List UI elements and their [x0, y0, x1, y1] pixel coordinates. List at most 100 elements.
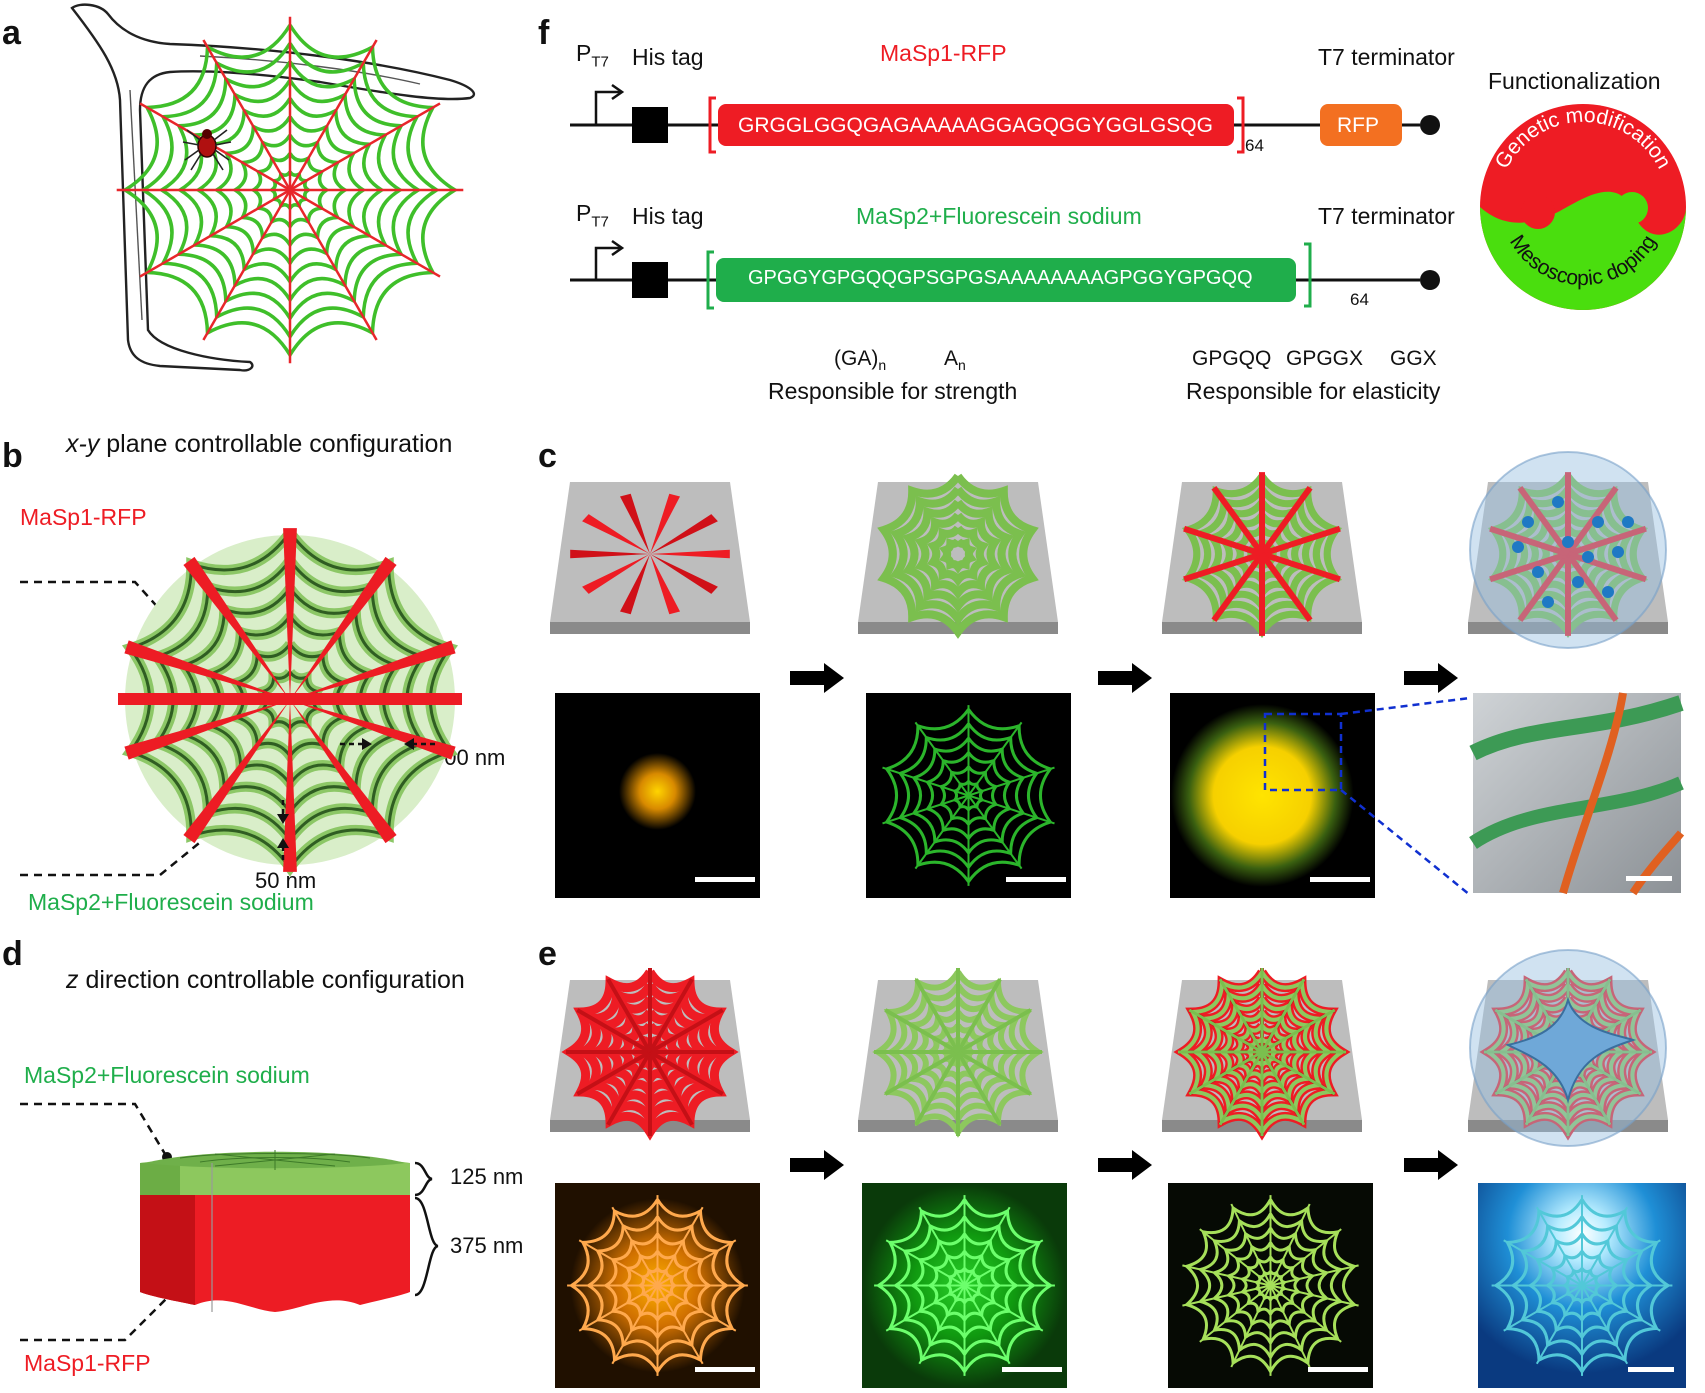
f-motif-a-sub: n — [958, 357, 966, 374]
e-tile-4 — [1468, 949, 1668, 1147]
photo-web — [1182, 1195, 1359, 1376]
f-motif-ggx: GGX — [1390, 347, 1437, 370]
b-title-rest: plane controllable configuration — [99, 430, 453, 458]
terminator-icon — [1420, 115, 1440, 135]
c-photo-1 — [555, 693, 760, 898]
spider-icon — [182, 129, 232, 171]
web-b-ring-edges — [118, 528, 462, 877]
c-photo-2 — [866, 693, 1071, 898]
f-motif-ga-text: (GA) — [834, 347, 879, 370]
f-row1-promoter: PT7 — [576, 40, 609, 71]
e-photo-1-scale-bar — [695, 1367, 755, 1372]
c-photo-2-scale-bar — [1006, 877, 1066, 882]
promoter-arrow-icon — [594, 246, 620, 280]
e-tile-1 — [550, 968, 750, 1141]
d-cylinder-diagram — [20, 1102, 439, 1342]
panel-label-a: a — [2, 14, 21, 52]
arrow-right-icon — [1098, 663, 1152, 693]
photo-web-pattern — [1182, 1195, 1359, 1376]
f-row2-seq: GPGGYGPGQQGPSGPGSAAAAAAAAGPGGYGPGQQ — [748, 267, 1253, 289]
f-row1-name: MaSp1-RFP — [880, 40, 1007, 66]
photo-web — [882, 705, 1055, 886]
f-row2-name: MaSp2+Fluorescein sodium — [856, 203, 1142, 229]
f-row2-promoter-p: P — [576, 200, 592, 226]
e-tile-1-web — [561, 968, 739, 1141]
e-photo-1 — [555, 1183, 760, 1388]
f-row2-his-tag: His tag — [632, 203, 704, 229]
e-tile-3 — [1162, 968, 1362, 1141]
f-elasticity: Responsible for elasticity — [1186, 378, 1441, 404]
panel-label-e: e — [538, 935, 557, 973]
panel-label-b: b — [2, 437, 23, 475]
c-tile-2 — [858, 473, 1058, 639]
c-photo-4 — [1469, 692, 1685, 896]
zoom-indicator — [1263, 696, 1471, 896]
e-photo-2 — [862, 1183, 1067, 1388]
f-motif-a: An — [944, 347, 966, 373]
d-title-italic: z — [66, 966, 79, 994]
photo-web-pattern — [1491, 1195, 1673, 1376]
f-motif-gpggx: GPGGX — [1286, 347, 1364, 370]
b-label-masp1: MaSp1-RFP — [20, 504, 147, 530]
d-label-masp2: MaSp2+Fluorescein sodium — [24, 1062, 310, 1088]
c-photo-4-scale-bar — [1626, 876, 1672, 881]
photo-web-pattern — [882, 705, 1055, 886]
f-row1-promoter-p: P — [576, 40, 592, 66]
f-row1-seq: GRGGLGGQGAGAAAAAGGAGQGGYGGLGSQG — [738, 114, 1213, 137]
b-title-italic: x-y — [66, 430, 100, 458]
e-tile-2 — [858, 968, 1058, 1138]
b-title: x-y plane controllable configuration — [66, 430, 452, 459]
photo-web — [567, 1195, 748, 1376]
photo-web — [874, 1195, 1055, 1376]
f-row2-repeat: 64 — [1350, 290, 1369, 309]
f-motif-a-text: A — [944, 347, 959, 370]
e-tile-2-web — [872, 968, 1044, 1138]
e-photo-4-scale-bar — [1628, 1367, 1674, 1372]
f-strength: Responsible for strength — [768, 378, 1018, 404]
promoter-arrow-icon — [594, 90, 620, 125]
f-motif-gpgqq: GPGQQ — [1192, 347, 1272, 370]
f-row1-terminator: T7 terminator — [1318, 44, 1455, 70]
e-photo-4 — [1478, 1183, 1686, 1388]
photo-web — [1491, 1195, 1673, 1376]
web-a-drawing — [116, 16, 464, 364]
d-title: z direction controllable configuration — [66, 966, 465, 995]
photo-web-pattern — [874, 1195, 1055, 1376]
arrow-right-icon — [1098, 1150, 1152, 1180]
f-motif-ga-sub: n — [878, 357, 887, 374]
spider-web-icon — [70, 3, 476, 372]
c-tile-2-rings — [877, 473, 1039, 639]
c-tile-1 — [550, 482, 750, 634]
c-photo-3-scale-bar — [1310, 877, 1370, 882]
panel-label-c: c — [538, 437, 557, 475]
e-photo-3-scale-bar — [1308, 1367, 1368, 1372]
f-row1-construct — [570, 83, 1440, 154]
f-row1-repeat: 64 — [1245, 136, 1264, 155]
c-photo-4-fibers — [1469, 692, 1685, 896]
f-row1-rfp: RFP — [1337, 114, 1379, 137]
c-tile-4 — [1468, 451, 1668, 649]
photo-web-pattern — [567, 1195, 748, 1376]
arrow-right-icon — [1404, 663, 1458, 693]
arrow-right-icon — [790, 663, 844, 693]
terminator-icon — [1420, 270, 1440, 290]
yin-yang-icon: Genetic modification Mesoscopic doping — [1480, 104, 1686, 310]
f-row2-promoter: PT7 — [576, 200, 609, 231]
f-functionalization: Functionalization — [1488, 68, 1661, 94]
e-photo-3 — [1168, 1183, 1373, 1388]
f-row1-promoter-sub: T7 — [591, 53, 609, 71]
f-motif-ga: (GA)n — [834, 347, 886, 373]
c-photo-1-scale-bar — [695, 877, 755, 882]
b-label-masp2: MaSp2+Fluorescein sodium — [28, 889, 314, 915]
d-dim-125: 125 nm — [450, 1164, 524, 1189]
c-tile-3-web — [1182, 472, 1342, 639]
b-web-diagram — [20, 528, 462, 877]
e-photo-2-scale-bar — [1002, 1367, 1062, 1372]
b-dim-50: 50 nm — [255, 868, 317, 893]
e-tile-3-web-green — [1173, 968, 1351, 1141]
f-row1-his-tag: His tag — [632, 44, 704, 70]
f-row2-terminator: T7 terminator — [1318, 203, 1455, 229]
panel-label-f: f — [538, 14, 550, 52]
panel-label-d: d — [2, 935, 23, 973]
arrow-right-icon — [1404, 1150, 1458, 1180]
